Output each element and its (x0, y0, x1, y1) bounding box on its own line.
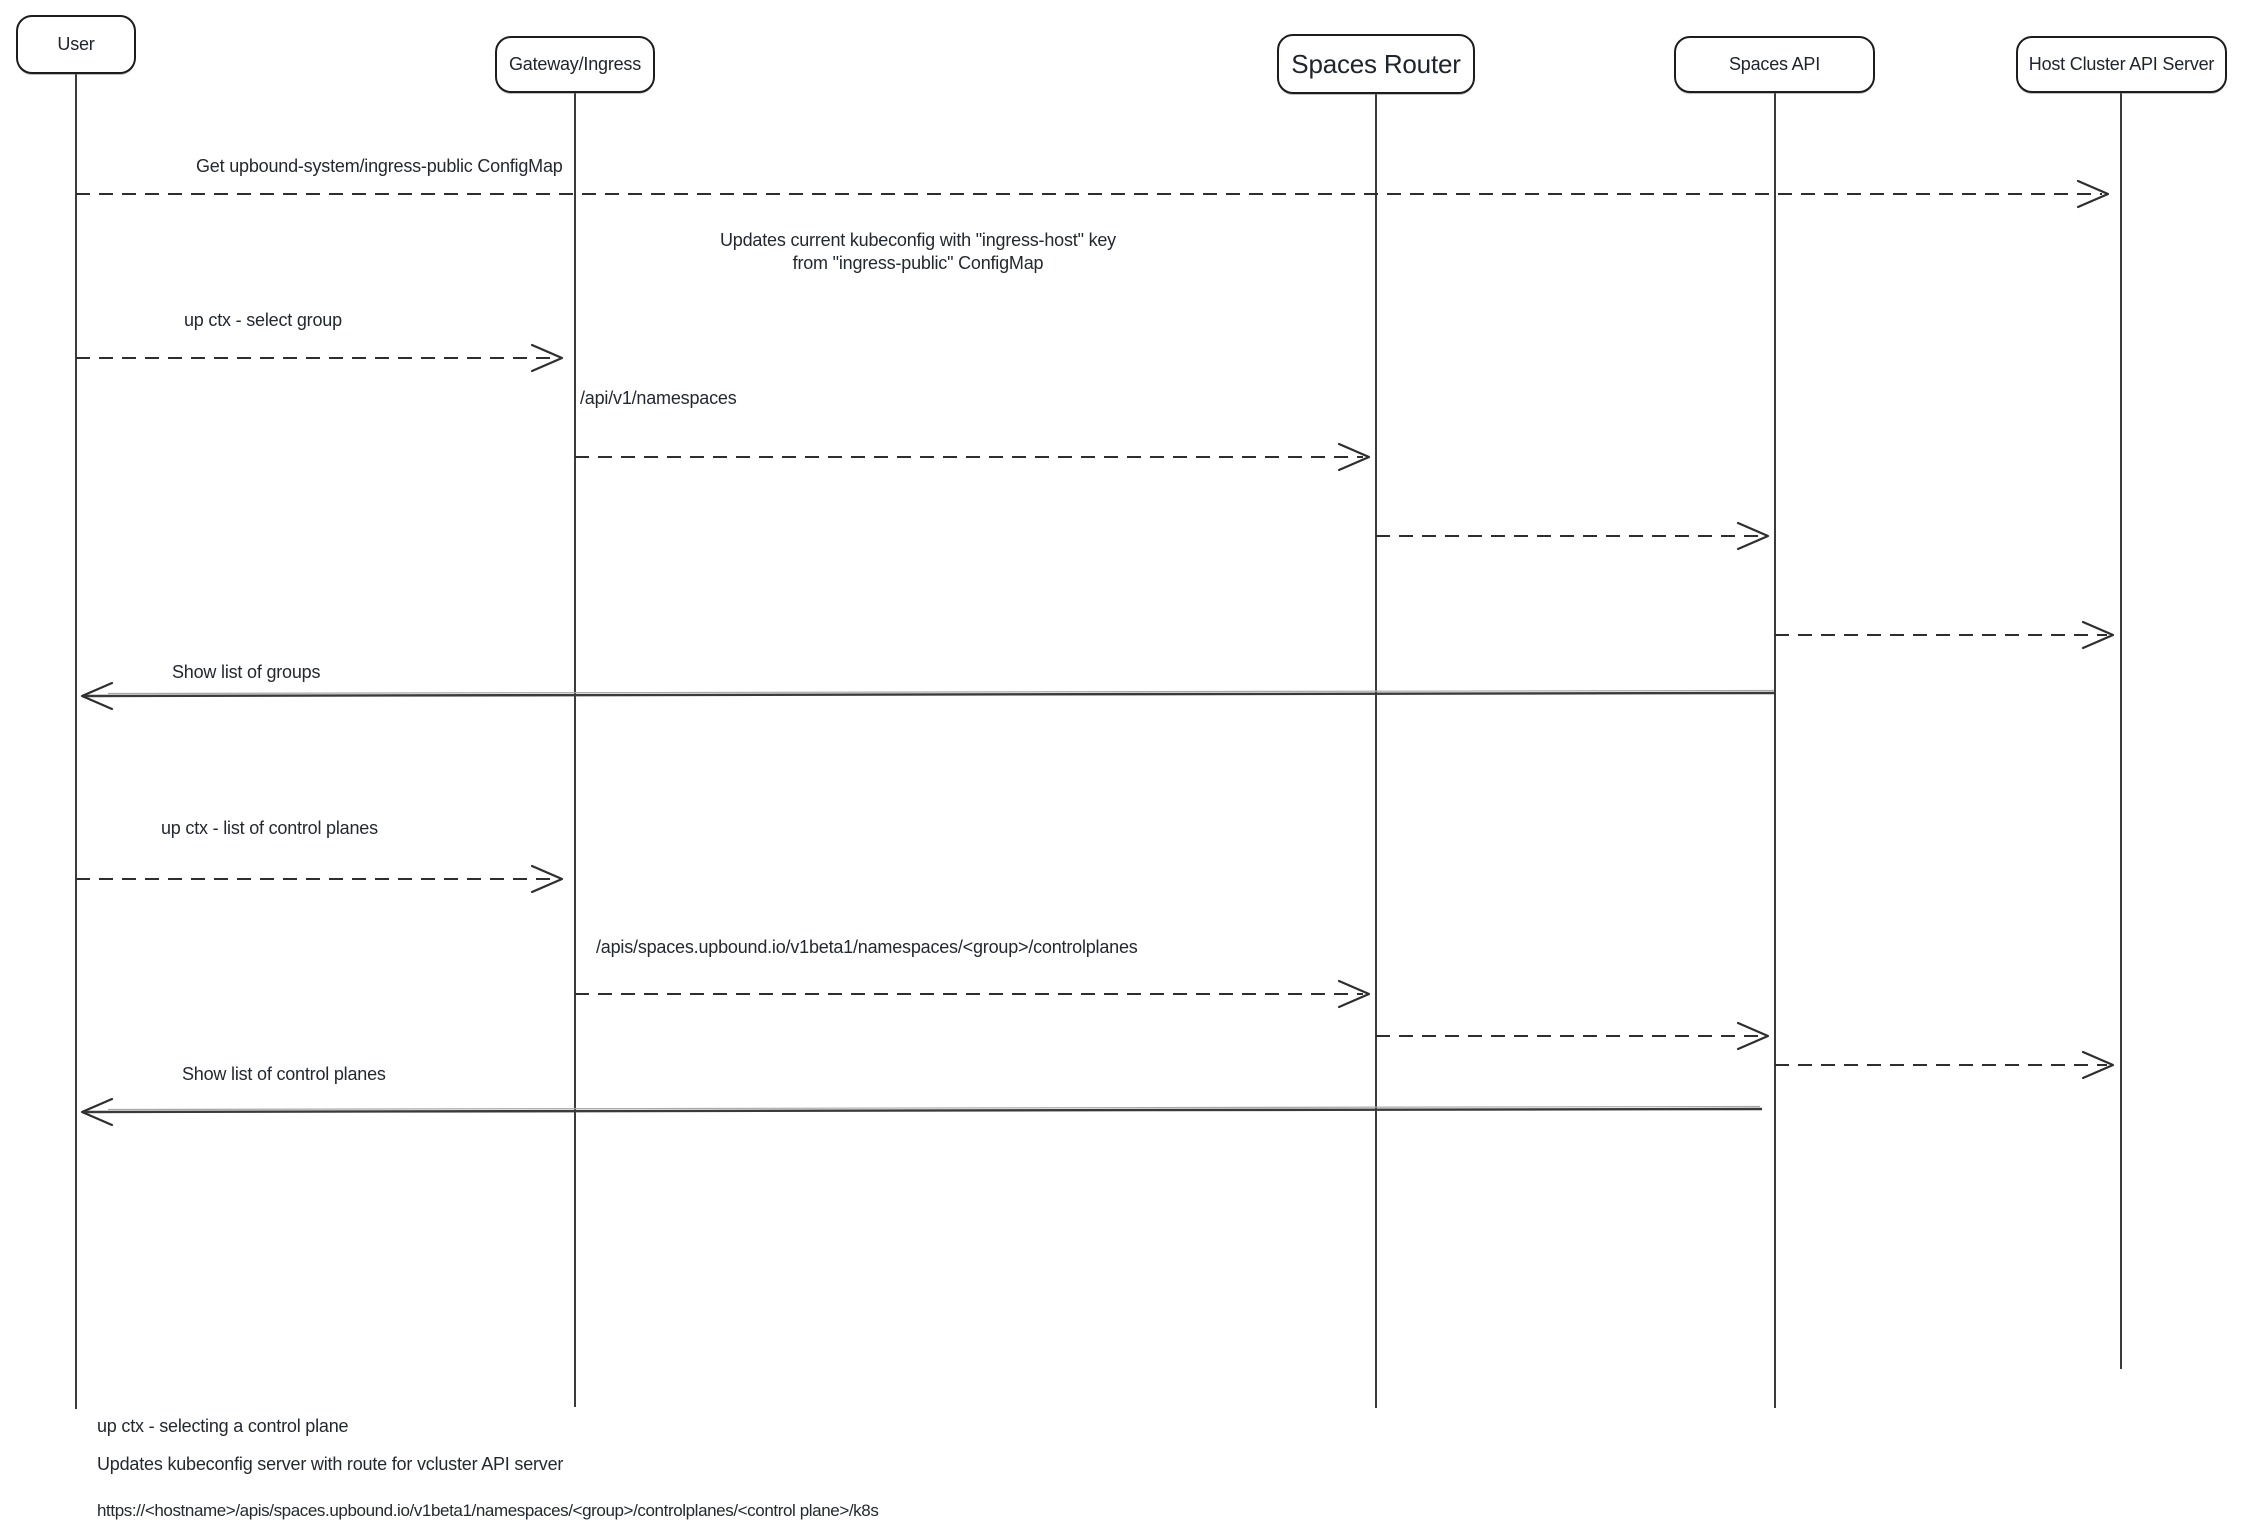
message-arrow-select-group (76, 343, 564, 373)
message-label-show-groups: Show list of groups (172, 662, 321, 682)
arrowhead-right-icon (2076, 179, 2110, 209)
arrowhead-right-icon (530, 343, 564, 373)
actor-label-spaces-api: Spaces API (1728, 54, 1821, 74)
arrowhead-right-icon (530, 864, 564, 894)
arrowhead-right-icon (1736, 1021, 1770, 1051)
actor-label-host-cluster: Host Cluster API Server (2028, 54, 2215, 74)
message-label-show-control-planes: Show list of control planes (182, 1064, 386, 1084)
actor-box-host-cluster: Host Cluster API Server (2016, 36, 2227, 93)
arrowhead-right-icon (2081, 1050, 2115, 1080)
message-arrow-show-control-planes (80, 1097, 1763, 1127)
arrowhead-left-icon (80, 681, 114, 711)
actor-box-user: User (16, 15, 136, 74)
footnote-selecting-control-plane: up ctx - selecting a control plane (97, 1416, 349, 1436)
note-line-1: Updates current kubeconfig with "ingress… (720, 230, 1116, 250)
message-arrow-api-to-host-1 (1775, 620, 2115, 650)
footnote-kubeconfig-route: Updates kubeconfig server with route for… (97, 1454, 564, 1474)
message-label-get-configmap: Get upbound-system/ingress-public Config… (196, 156, 563, 176)
message-arrow-get-configmap (76, 179, 2110, 209)
actor-box-gateway: Gateway/Ingress (495, 36, 655, 93)
message-arrow-api-to-host-2 (1775, 1050, 2115, 1080)
lifeline-spaces-api (1774, 93, 1776, 1408)
actor-box-spaces-api: Spaces API (1674, 36, 1875, 93)
message-label-select-group: up ctx - select group (184, 310, 342, 330)
message-arrow-show-groups (80, 681, 1777, 711)
message-arrow-api-v1-namespaces (575, 442, 1371, 472)
lifeline-user (75, 74, 77, 1409)
footnote-k8s-url: https://<hostname>/apis/spaces.upbound.i… (97, 1501, 879, 1520)
message-arrow-router-to-api-2 (1376, 1021, 1770, 1051)
arrowhead-right-icon (1337, 442, 1371, 472)
message-arrow-list-control-planes (76, 864, 564, 894)
arrowhead-right-icon (2081, 620, 2115, 650)
arrowhead-right-icon (1337, 979, 1371, 1009)
actor-box-spaces-router: Spaces Router (1277, 34, 1475, 94)
lifeline-spaces-router (1375, 94, 1377, 1408)
note-kubeconfig-update: Updates current kubeconfig with "ingress… (698, 229, 1138, 275)
actor-label-gateway: Gateway/Ingress (508, 54, 642, 74)
message-arrow-router-to-api-1 (1376, 521, 1770, 551)
arrowhead-left-icon (80, 1097, 114, 1127)
actor-label-spaces-router: Spaces Router (1291, 48, 1461, 79)
message-arrow-controlplanes-url (575, 979, 1371, 1009)
lifeline-host-cluster (2120, 93, 2122, 1369)
actor-label-user: User (57, 34, 95, 54)
message-label-controlplanes-url: /apis/spaces.upbound.io/v1beta1/namespac… (596, 937, 1138, 957)
arrowhead-right-icon (1736, 521, 1770, 551)
note-line-2: from "ingress-public" ConfigMap (792, 253, 1044, 273)
message-label-api-v1-namespaces: /api/v1/namespaces (580, 388, 737, 408)
lifeline-gateway (574, 93, 576, 1407)
message-label-list-control-planes: up ctx - list of control planes (161, 818, 378, 838)
